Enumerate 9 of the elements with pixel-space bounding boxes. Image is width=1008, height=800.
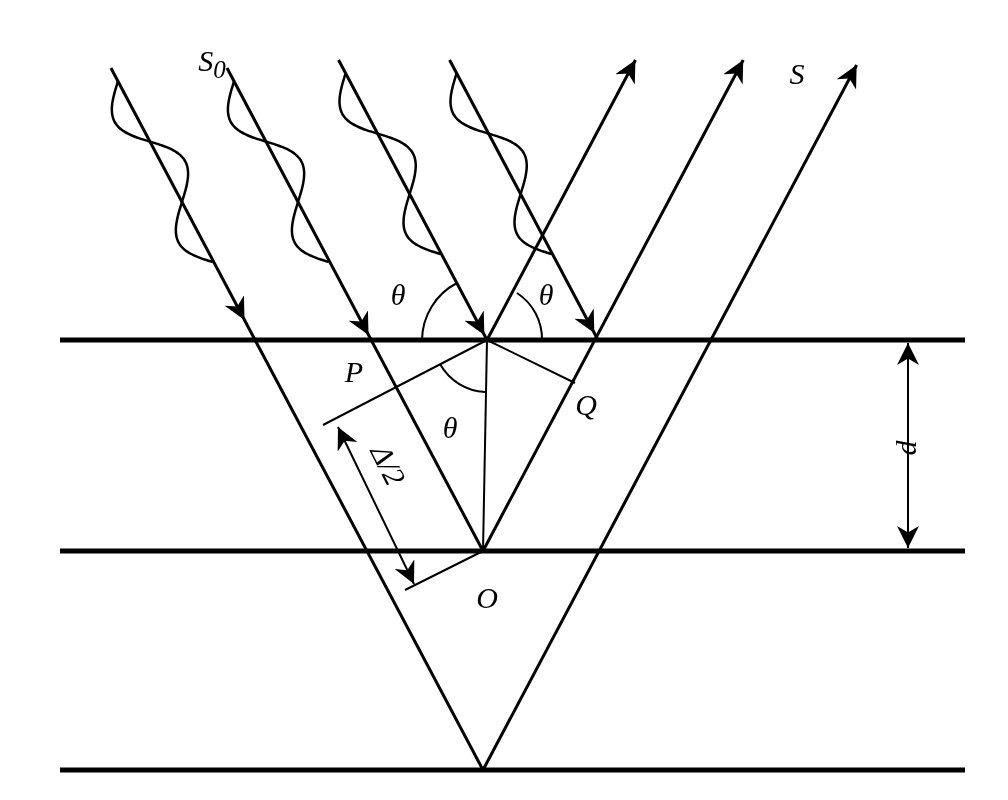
source-label: S$_{0}$	[198, 46, 226, 82]
point-label: Q	[575, 390, 597, 420]
angle-label: θ	[538, 280, 554, 310]
point-label: P	[344, 357, 364, 387]
angle-label: θ	[442, 413, 458, 443]
angle-label: θ	[390, 280, 406, 310]
beam-label: S	[789, 59, 805, 89]
point-label: O	[476, 583, 498, 613]
path-difference-label: Δ/2	[365, 439, 411, 491]
